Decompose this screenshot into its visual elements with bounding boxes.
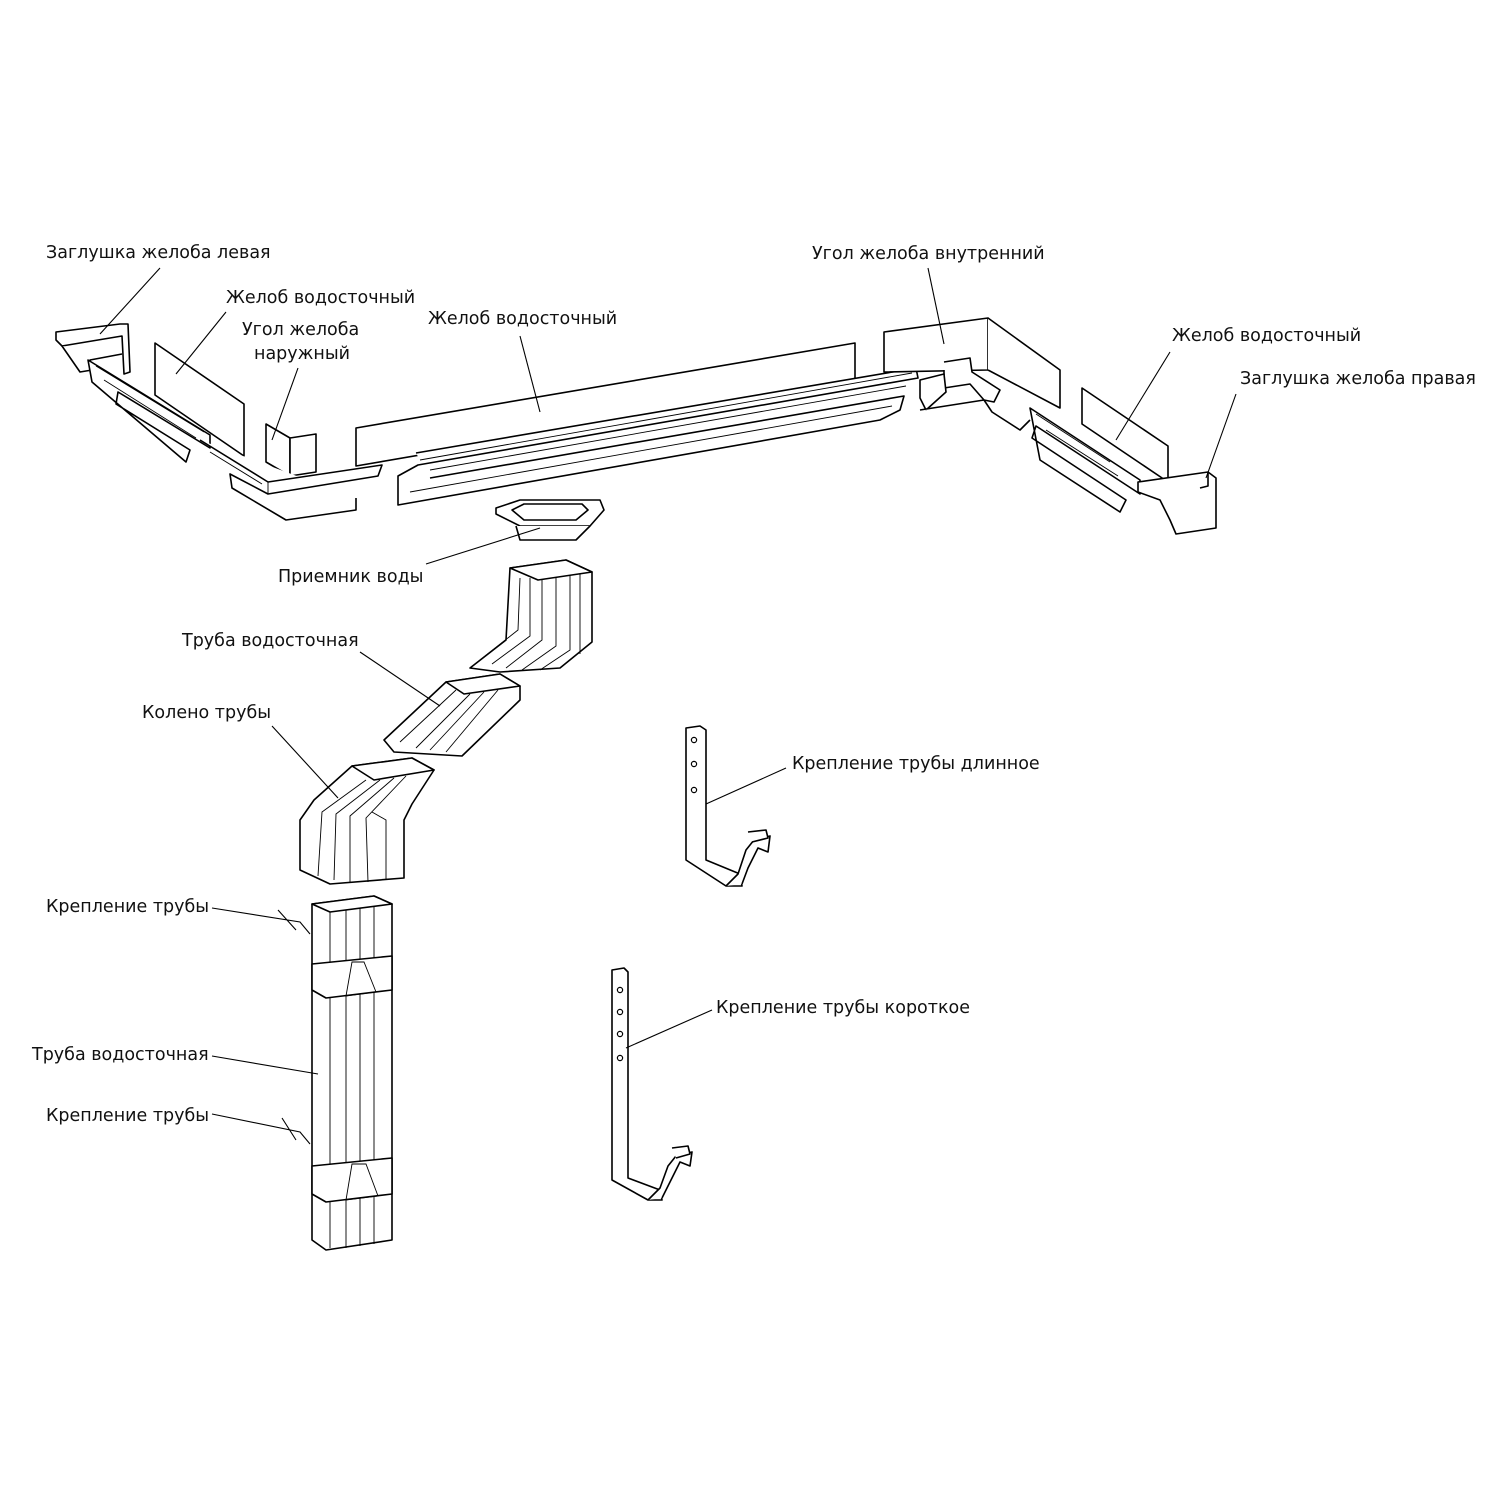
water-inlet [495,499,605,541]
label-end-cap-left: Заглушка желоба левая [46,243,271,263]
end-cap-left [55,323,131,375]
label-pipe-bracket-short: Крепление трубы короткое [716,998,970,1018]
label-pipe-bracket-long: Крепление трубы длинное [792,754,1040,774]
label-outer-corner-line1: Угол желоба [242,320,359,340]
gutter-left [87,342,245,463]
pipe-bracket-long-part [685,725,771,887]
label-outer-corner-line2: наружный [254,344,350,364]
inner-corner [883,317,1061,431]
pipe-bend-upper [469,559,593,673]
label-inner-corner: Угол желоба внутренний [812,244,1045,264]
downpipe-diagonal [383,673,521,757]
label-gutter-3: Желоб водосточный [1172,326,1361,346]
pipe-elbow [299,757,435,885]
label-water-inlet: Приемник воды [278,567,424,587]
downpipe-vertical [311,895,393,1251]
label-gutter-1: Желоб водосточный [226,288,415,308]
label-pipe-elbow: Колено трубы [142,703,271,723]
leader-lines [99,267,1237,1145]
label-downpipe-1: Труба водосточная [181,631,359,651]
label-pipe-bracket-top: Крепление трубы [46,897,209,917]
outer-corner [199,423,383,521]
label-downpipe-2: Труба водосточная [31,1045,209,1065]
label-gutter-2: Желоб водосточный [428,309,617,329]
pipe-bracket-short-part [611,967,693,1201]
end-cap-right [1137,471,1217,535]
gutter-main [355,342,919,506]
label-end-cap-right: Заглушка желоба правая [1240,369,1476,389]
label-pipe-bracket-bottom: Крепление трубы [46,1106,209,1126]
